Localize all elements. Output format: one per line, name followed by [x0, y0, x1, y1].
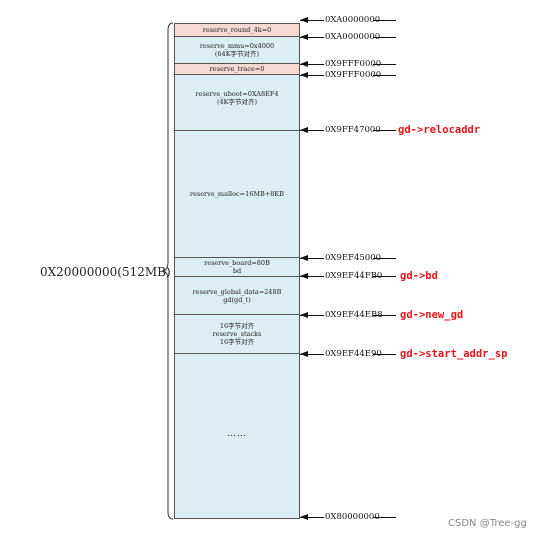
- address-label: 0XA0000000: [324, 32, 382, 42]
- segment-reserve-malloc: reserve_malloc=16MB+8KB: [174, 131, 300, 258]
- pointer-label-bd: gd->bd: [400, 270, 438, 282]
- pointer-label-start-addr-sp: gd->start_addr_sp: [400, 348, 508, 360]
- pointer-label-relocaddr: gd->relocaddr: [398, 124, 481, 136]
- address-label: 0X9EF44EB8: [324, 310, 384, 320]
- arrow-line: [300, 315, 324, 316]
- segment-label: reserve_malloc=16MB+8KB: [189, 190, 285, 198]
- pointer-label-new-gd: gd->new_gd: [400, 309, 464, 321]
- segment-reserve-global-data: reserve_global_data=248B gd(gd_t): [174, 277, 300, 315]
- address-label: 0X9EF45000: [324, 253, 383, 263]
- address-label: 0X9FFF0000: [324, 59, 383, 69]
- segment-label: reserve_stacks: [212, 330, 262, 338]
- segment-reserve-board: reserve_board=80B bd: [174, 258, 300, 277]
- segment-label: reserve_board=80B: [204, 259, 270, 267]
- segment-note: bd: [232, 267, 242, 275]
- address-label: 0X9EF44E90: [324, 349, 383, 359]
- segment-label: reserve_mmu=0x4000: [199, 42, 275, 50]
- address-label: 0X9FFF0000: [324, 70, 383, 80]
- segment-note: 16字节对齐: [219, 338, 255, 346]
- segment-label: reserve_round_4k=0: [202, 26, 272, 34]
- segment-free-space: ……: [174, 354, 300, 519]
- arrow-line: [300, 276, 324, 277]
- segment-reserve-round-4k: reserve_round_4k=0: [174, 23, 300, 37]
- arrow-tail: [373, 354, 396, 355]
- segment-label: reserve_global_data=248B: [192, 287, 282, 296]
- arrow-tail: [373, 276, 396, 277]
- segment-note: (4K字节对齐): [216, 98, 258, 106]
- segment-note: 16字节对齐: [219, 322, 255, 330]
- arrow-tail: [373, 258, 396, 259]
- arrow-line: [300, 354, 324, 355]
- arrow-tail: [373, 517, 396, 518]
- arrow-tail: [373, 20, 396, 21]
- ellipsis: ……: [227, 428, 247, 439]
- segment-note: (64K字节对齐): [214, 50, 260, 58]
- total-size-label: 0X20000000(512MB): [40, 265, 171, 279]
- left-brace-icon: [161, 22, 174, 520]
- segment-label: reserve_uboot=0XA8EF4: [195, 90, 279, 98]
- arrow-tail: [373, 37, 396, 38]
- arrow-line: [300, 75, 324, 76]
- address-label: 0X9FF47000: [324, 125, 382, 135]
- arrow-tail: [373, 315, 396, 316]
- arrow-line: [300, 64, 324, 65]
- segment-note: gd(gd_t): [223, 295, 251, 304]
- segment-reserve-trace: reserve_trace=0: [174, 64, 300, 75]
- segment-label: reserve_trace=0: [209, 65, 265, 73]
- arrow-line: [300, 20, 324, 21]
- arrow-line: [300, 130, 324, 131]
- arrow-line: [300, 517, 324, 518]
- segment-reserve-stacks: 16字节对齐 reserve_stacks 16字节对齐: [174, 315, 300, 354]
- segment-reserve-uboot: reserve_uboot=0XA8EF4 (4K字节对齐): [174, 75, 300, 131]
- arrow-tail: [373, 75, 396, 76]
- arrow-line: [300, 258, 324, 259]
- segment-reserve-mmu: reserve_mmu=0x4000 (64K字节对齐): [174, 37, 300, 64]
- address-label: 0X80000000: [324, 512, 381, 522]
- watermark: CSDN @Tree-gg: [448, 518, 527, 529]
- address-label: 0XA0000000: [324, 15, 382, 25]
- arrow-tail: [373, 130, 396, 131]
- address-label: 0X9EF44FB0: [324, 271, 384, 281]
- arrow-line: [300, 37, 324, 38]
- arrow-tail: [373, 64, 396, 65]
